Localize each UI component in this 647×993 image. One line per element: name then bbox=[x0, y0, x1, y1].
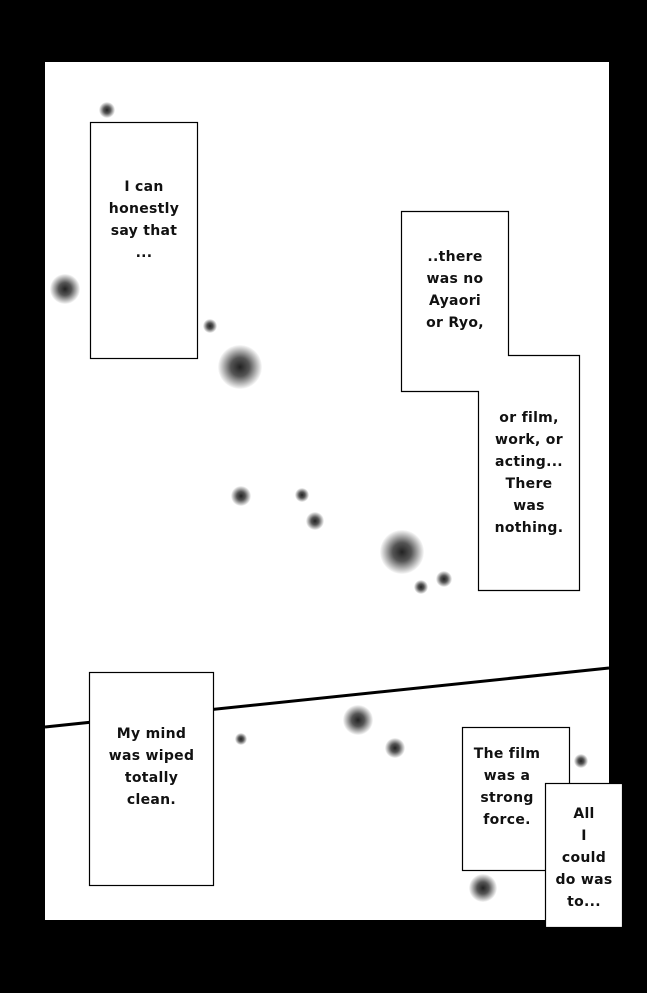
caption-line: nothing. bbox=[494, 520, 564, 536]
caption-line: or film, bbox=[499, 410, 559, 426]
caption-text-4: My mind was wiped totally clean. bbox=[89, 722, 214, 812]
caption-line: All bbox=[573, 806, 595, 822]
caption-line: work, or bbox=[495, 432, 563, 448]
caption-line: was wiped bbox=[108, 748, 195, 764]
caption-line: ... bbox=[135, 245, 153, 261]
caption-box-6 bbox=[544, 782, 624, 929]
caption-line: strong bbox=[480, 790, 534, 806]
caption-line: acting... bbox=[495, 454, 563, 470]
caption-line: There bbox=[505, 476, 553, 492]
caption-line: Ayaori bbox=[428, 293, 482, 309]
caption-line: could bbox=[561, 850, 607, 866]
caption-box-2-3 bbox=[400, 210, 581, 592]
caption-line: I bbox=[581, 828, 587, 844]
caption-line: was no bbox=[426, 271, 484, 287]
caption-line: or Ryo, bbox=[426, 315, 484, 331]
caption-line: The film bbox=[473, 746, 541, 762]
caption-line: was bbox=[513, 498, 545, 514]
caption-line: honestly bbox=[108, 201, 180, 217]
caption-line: I can bbox=[124, 179, 164, 195]
caption-line: say that bbox=[110, 223, 178, 239]
caption-line: force. bbox=[483, 812, 531, 828]
caption-box-4 bbox=[88, 671, 215, 887]
caption-text-5: The film was a strong force. bbox=[462, 742, 552, 832]
caption-text-6: All I could do was to... bbox=[545, 803, 623, 913]
caption-text-1: I can honestly say that ... bbox=[90, 175, 198, 265]
caption-line: totally bbox=[124, 770, 179, 786]
caption-box-1 bbox=[89, 121, 199, 360]
caption-line: was a bbox=[483, 768, 531, 784]
caption-text-3: or film, work, or acting... There was no… bbox=[478, 408, 580, 538]
caption-text-2: ..there was no Ayaori or Ryo, bbox=[401, 245, 509, 335]
caption-line: ..there bbox=[427, 249, 483, 265]
caption-line: clean. bbox=[126, 792, 177, 808]
caption-line: to... bbox=[567, 894, 601, 910]
caption-line: do was bbox=[555, 872, 613, 888]
caption-line: My mind bbox=[116, 726, 187, 742]
